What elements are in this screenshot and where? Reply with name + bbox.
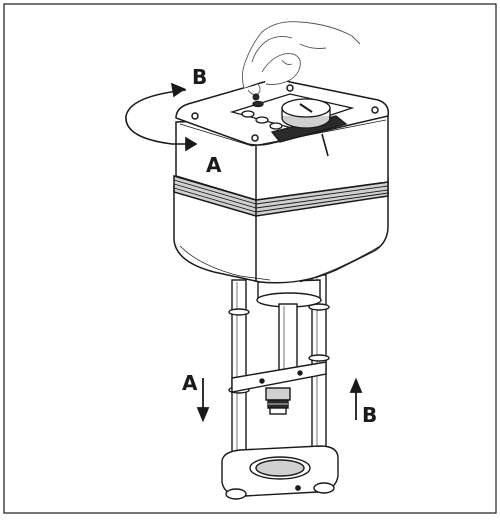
- label-rotation-b: B: [192, 65, 207, 89]
- label-stem-up-b: B: [362, 403, 377, 427]
- figure-border: [3, 3, 497, 514]
- label-stem-down-a: A: [182, 371, 198, 395]
- stem-up-arrow: [349, 377, 363, 420]
- hand-illustration: [241, 21, 361, 101]
- rotation-arrow: [125, 82, 198, 152]
- stem-coupling: [231, 361, 327, 415]
- stem-down-arrow: [196, 378, 210, 423]
- label-rotation-a: A: [206, 153, 222, 177]
- mounting-base: [221, 445, 339, 500]
- control-panel: [185, 93, 355, 157]
